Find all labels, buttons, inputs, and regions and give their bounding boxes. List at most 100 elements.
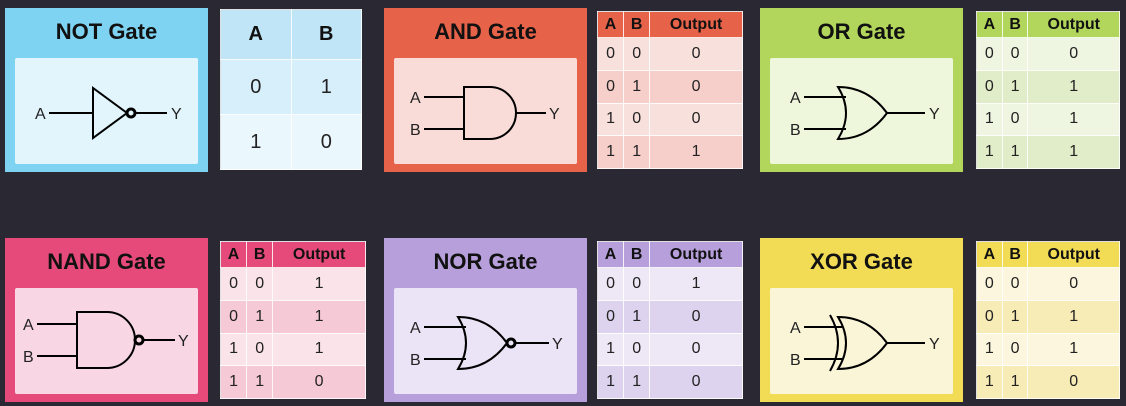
not-gate-title: NOT Gate: [55, 19, 158, 44]
nor-body: [456, 315, 509, 371]
cell: 1: [649, 135, 743, 169]
and-gate-diagram: A B Y: [394, 58, 577, 164]
header-b: B: [623, 241, 651, 268]
cell: 0: [623, 267, 651, 301]
nor-input-a-label: A: [410, 320, 421, 337]
cell: 0: [246, 267, 274, 301]
cell: 1: [1027, 332, 1120, 367]
nand-input-a-label: A: [23, 317, 34, 334]
cell: 0: [1027, 267, 1120, 301]
and-gate-symbol: A B Y: [410, 86, 560, 140]
cell: 1: [623, 299, 651, 334]
xor-input-b-label: B: [790, 352, 801, 369]
cell: 0: [220, 59, 292, 115]
cell: 0: [246, 332, 274, 367]
cell: 0: [1001, 102, 1029, 137]
nor-gate-card: NOR Gate A B Y: [384, 238, 587, 402]
cell: 0: [1027, 365, 1120, 399]
cell: 1: [1027, 135, 1120, 169]
cell: 1: [272, 332, 366, 367]
cell: 1: [272, 267, 366, 301]
header-a: A: [976, 11, 1003, 38]
cell: 0: [976, 37, 1003, 71]
cell: 1: [649, 267, 743, 301]
header-output: Output: [1027, 241, 1120, 268]
cell: 0: [219, 299, 248, 334]
header-a: A: [220, 9, 292, 60]
cell: 1: [219, 332, 248, 367]
nor-gate-diagram: A B Y: [394, 288, 577, 394]
xor-gate-symbol: A B Y: [790, 314, 940, 372]
header-b: B: [623, 11, 651, 38]
cell: 1: [596, 102, 625, 137]
header-b: B: [1001, 11, 1029, 38]
not-input-a-label: A: [35, 106, 46, 123]
not-gate-card: NOT Gate A Y: [5, 8, 208, 172]
cell: 1: [623, 135, 651, 169]
cell: 0: [1001, 267, 1029, 301]
cell: 0: [649, 102, 743, 137]
or-gate-title: OR Gate: [817, 19, 906, 44]
cell: 0: [649, 69, 743, 104]
cell: 1: [596, 332, 625, 367]
and-gate-card: AND Gate A B Y: [384, 8, 587, 172]
cell: 1: [976, 135, 1003, 169]
header-b: B: [290, 9, 362, 60]
cell: 0: [649, 365, 743, 399]
nor-gate-title: NOR Gate: [433, 249, 538, 274]
cell: 1: [1027, 299, 1120, 334]
nand-input-b-label: B: [23, 349, 34, 366]
cell: 1: [272, 299, 366, 334]
cell: 1: [1001, 299, 1029, 334]
nand-body: [76, 311, 136, 369]
header-a: A: [976, 241, 1003, 268]
or-input-b-label: B: [790, 122, 801, 139]
not-gate-symbol: A Y: [35, 86, 182, 140]
cell: 1: [976, 332, 1003, 367]
and-input-b-label: B: [410, 122, 421, 139]
and-input-a-label: A: [410, 90, 421, 107]
cell: 0: [649, 332, 743, 367]
cell: 0: [1027, 37, 1120, 71]
nor-input-b-label: B: [410, 352, 421, 369]
cell: 1: [976, 102, 1003, 137]
cell: 0: [1001, 37, 1029, 71]
cell: 0: [976, 69, 1003, 104]
cell: 1: [596, 135, 625, 169]
cell: 0: [623, 37, 651, 71]
cell: 0: [596, 69, 625, 104]
cell: 1: [246, 365, 274, 399]
or-body: [836, 85, 889, 141]
cell: 1: [1027, 69, 1120, 104]
cell: 0: [623, 332, 651, 367]
header-output: Output: [649, 11, 743, 38]
or-gate-symbol: A B Y: [790, 85, 940, 141]
or-output-y-label: Y: [929, 106, 940, 123]
xor-gate-diagram: A B Y: [770, 288, 953, 394]
not-output-y-label: Y: [171, 106, 182, 123]
cell: 0: [272, 365, 366, 399]
not-bubble: [125, 107, 137, 119]
cell: 0: [219, 267, 248, 301]
and-output-y-label: Y: [549, 106, 560, 123]
and-body: [463, 86, 517, 140]
cell: 0: [596, 37, 625, 71]
nand-gate-title: NAND Gate: [47, 249, 166, 274]
cell: 0: [290, 114, 362, 170]
or-gate-card: OR Gate A B Y: [760, 8, 963, 172]
or-input-a-label: A: [790, 90, 801, 107]
